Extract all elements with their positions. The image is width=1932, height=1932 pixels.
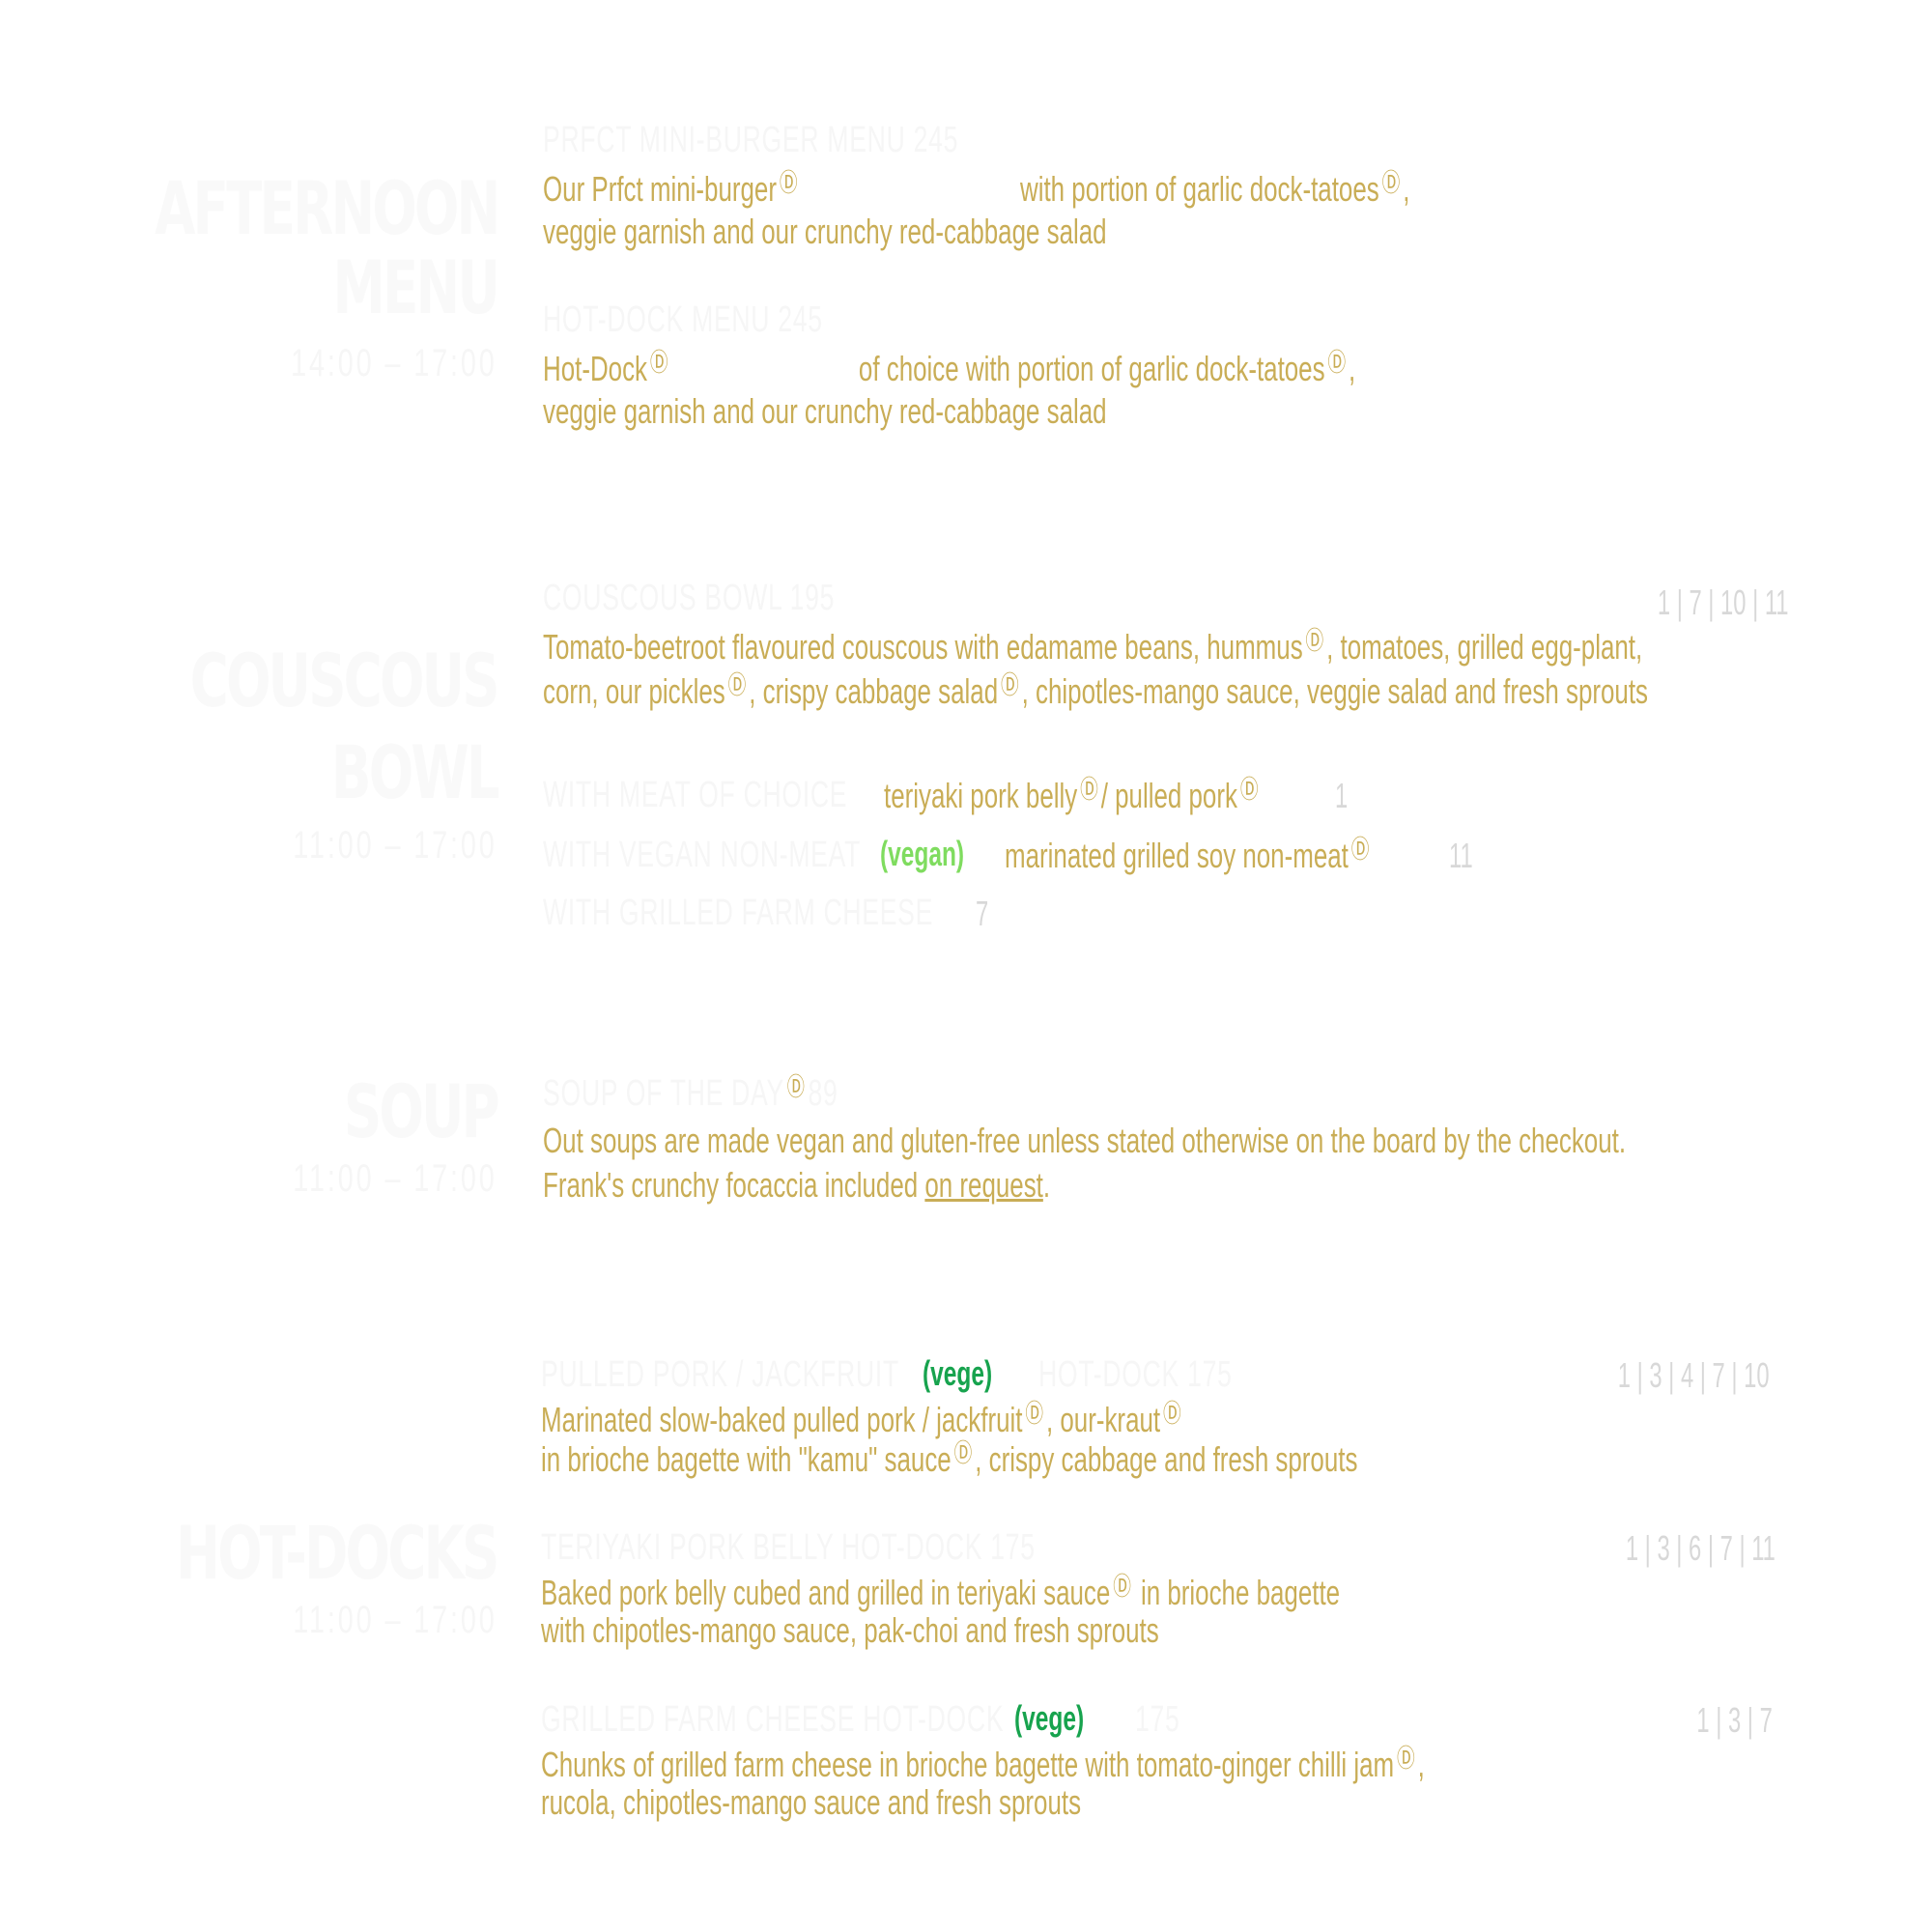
item-desc-pulled-pork-line1: Marinated slow-baked pulled pork / jackf…: [541, 1401, 1184, 1437]
vegan-tag: (vegan): [880, 834, 965, 873]
desc-text: , our-kraut: [1045, 1400, 1161, 1439]
desc-text: marinated grilled soy non-meat: [1005, 836, 1349, 875]
option-label-vegan: WITH VEGAN NON-MEAT: [543, 835, 862, 875]
option-label-meat: WITH MEAT OF CHOICE: [543, 775, 848, 815]
allergen-number: 1: [1335, 776, 1349, 815]
desc-text: ,: [1349, 349, 1356, 388]
item-heading-farm-cheese-price: 175: [1135, 1699, 1180, 1740]
desc-text: Marinated slow-baked pulled pork / jackf…: [541, 1400, 1023, 1439]
desc-text: , crispy cabbage and fresh sprouts: [975, 1439, 1358, 1479]
allergen-number: 11: [1449, 836, 1473, 875]
info-icon: Ⓓ: [1350, 835, 1370, 864]
info-icon: Ⓓ: [953, 1438, 973, 1467]
desc-text: ,: [1417, 1745, 1425, 1784]
item-desc-couscous-line1: Tomato-beetroot flavoured couscous with …: [543, 628, 1642, 665]
section-hours-afternoon: 14:00 – 17:00: [291, 342, 497, 384]
info-icon: Ⓓ: [1080, 775, 1098, 804]
item-heading-pulled-pork: PULLED PORK / JACKFRUIT: [541, 1354, 899, 1395]
desc-text: in brioche bagette: [1133, 1573, 1341, 1612]
item-heading-farm-cheese: GRILLED FARM CHEESE HOT-DOCK: [541, 1699, 1005, 1740]
item-desc-teriyaki-line1: Baked pork belly cubed and grilled in te…: [541, 1574, 1340, 1610]
desc-text: , tomatoes, grilled egg-plant,: [1326, 627, 1643, 667]
item-desc-farm-cheese-line1: Chunks of grilled farm cheese in brioche…: [541, 1746, 1425, 1782]
item-heading-mini-burger: PRFCT MINI-BURGER MENU 245: [543, 120, 959, 160]
desc-text: Chunks of grilled farm cheese in brioche…: [541, 1745, 1395, 1784]
allergen-list: 1 | 7 | 10 | 11: [1658, 582, 1789, 622]
item-desc-hot-dock-menu-line2: veggie garnish and our crunchy red-cabba…: [543, 391, 1107, 431]
item-desc-mini-burger-line2: veggie garnish and our crunchy red-cabba…: [543, 212, 1107, 251]
info-icon: Ⓓ: [727, 670, 747, 699]
section-title-couscous: COUSCOUS: [189, 638, 500, 724]
vege-tag: (vege): [1014, 1698, 1085, 1738]
section-title-couscous-2: BOWL: [331, 729, 500, 815]
desc-text: , crispy cabbage salad: [749, 671, 999, 711]
item-heading-couscous-bowl: COUSCOUS BOWL 195: [543, 578, 836, 618]
info-icon: Ⓓ: [1113, 1572, 1131, 1601]
item-heading-pulled-pork-price: HOT-DOCK 175: [1038, 1354, 1233, 1395]
section-title-hot-docks: HOT-DOCKS: [176, 1510, 500, 1596]
info-icon: Ⓓ: [1001, 670, 1019, 699]
option-label-cheese: WITH GRILLED FARM CHEESE: [543, 893, 934, 933]
heading-price: 89: [808, 1073, 838, 1114]
heading-text: SOUP OF THE DAY: [543, 1073, 784, 1114]
item-desc-teriyaki-line2: with chipotles-mango sauce, pak-choi and…: [541, 1610, 1159, 1650]
desc-text: Tomato-beetroot flavoured couscous with …: [543, 627, 1303, 667]
vege-tag: (vege): [923, 1353, 993, 1393]
info-icon: Ⓓ: [1327, 348, 1347, 377]
desc-text: Our Prfct mini-burger: [543, 169, 777, 209]
info-icon: Ⓓ: [1239, 775, 1259, 804]
allergen-number: 7: [976, 894, 989, 933]
section-title-afternoon-2: MENU: [332, 244, 499, 330]
info-icon: Ⓓ: [1381, 168, 1401, 197]
desc-text: , chipotles-mango sauce, veggie salad an…: [1021, 671, 1649, 711]
desc-text: Frank's crunchy focaccia included: [543, 1165, 925, 1205]
allergen-list: 1 | 3 | 4 | 7 | 10: [1618, 1355, 1770, 1395]
info-icon: Ⓓ: [786, 1072, 806, 1101]
desc-text: / pulled pork: [1100, 776, 1237, 815]
allergen-list: 1 | 3 | 6 | 7 | 11: [1625, 1528, 1776, 1568]
info-icon: Ⓓ: [1305, 626, 1324, 655]
desc-text: with portion of garlic dock-tatoes: [1019, 169, 1379, 209]
info-icon: Ⓓ: [1162, 1399, 1181, 1428]
section-hours-soup: 11:00 – 17:00: [293, 1157, 497, 1200]
info-icon: Ⓓ: [779, 168, 798, 197]
desc-text: .: [1042, 1165, 1051, 1205]
info-icon: Ⓓ: [1025, 1399, 1044, 1428]
section-title-afternoon: AFTERNOON: [154, 165, 500, 251]
section-hours-couscous: 11:00 – 17:00: [293, 824, 497, 867]
section-hours-hot-docks: 11:00 – 17:00: [293, 1599, 497, 1641]
desc-text: Hot-Dock: [543, 349, 648, 388]
item-heading-hot-dock-menu: HOT-DOCK MENU 245: [543, 299, 823, 340]
desc-text: of choice with portion of garlic dock-ta…: [858, 349, 1325, 388]
section-title-soup: SOUP: [344, 1068, 500, 1154]
item-heading-teriyaki: TERIYAKI PORK BELLY HOT-DOCK 175: [541, 1527, 1036, 1568]
item-desc-soup-line2: Frank's crunchy focaccia included on req…: [543, 1168, 1050, 1203]
desc-text: ,: [1403, 169, 1410, 209]
item-desc-farm-cheese-line2: rucola, chipotles-mango sauce and fresh …: [541, 1782, 1082, 1822]
item-desc-soup-line1: Out soups are made vegan and gluten-free…: [543, 1121, 1627, 1160]
desc-text: teriyaki pork belly: [884, 776, 1078, 815]
allergen-list: 1 | 3 | 7: [1696, 1700, 1773, 1740]
info-icon: Ⓓ: [649, 348, 668, 377]
desc-text: Baked pork belly cubed and grilled in te…: [541, 1573, 1111, 1612]
on-request-link[interactable]: on request: [924, 1165, 1043, 1205]
info-icon: Ⓓ: [1397, 1744, 1415, 1773]
desc-text: in brioche bagette with "kamu" sauce: [541, 1439, 952, 1479]
desc-text: corn, our pickles: [543, 671, 725, 711]
